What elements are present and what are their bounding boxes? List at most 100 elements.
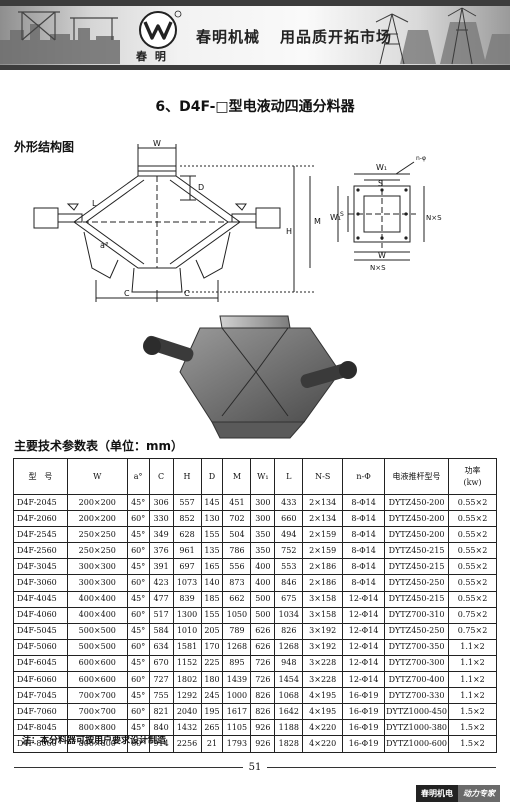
table-cell: 155 <box>200 606 224 624</box>
table-cell: DYTZ450-200 <box>384 493 450 512</box>
table-cell: 800×800 <box>66 735 128 753</box>
table-cell: 225 <box>200 654 224 673</box>
dim-m: M <box>314 217 321 226</box>
table-cell: D4F-2545 <box>13 526 68 544</box>
table-cell: 697 <box>172 558 202 576</box>
dim-h: H <box>286 227 292 236</box>
table-cell: 1105 <box>222 719 252 737</box>
table-cell: 1292 <box>172 687 202 705</box>
header-model: 型 号 <box>13 458 68 495</box>
table-cell: 846 <box>274 574 304 592</box>
table-cell: 826 <box>274 622 304 640</box>
table-cell: 350 <box>250 526 276 544</box>
dim-c-left: C <box>124 289 130 298</box>
table-cell: 16-Φ19 <box>342 687 386 705</box>
table-cell: 755 <box>148 687 174 705</box>
table-cell: 726 <box>250 654 276 673</box>
table-cell: 1432 <box>172 719 202 737</box>
table-cell: 200×200 <box>66 493 128 512</box>
table-cell: DYTZ450-200 <box>384 510 450 528</box>
table-cell: D4F-6045 <box>13 654 68 673</box>
table-cell: DYTZ1000-380 <box>384 719 450 737</box>
table-cell: DYTZ700-400 <box>384 671 450 689</box>
dim-s-side: S <box>340 211 344 218</box>
table-cell: 1034 <box>274 606 304 624</box>
table-cell: 584 <box>148 622 174 640</box>
table-cell: 12-Φ14 <box>342 590 386 608</box>
table-cell: 3×158 <box>302 590 344 608</box>
table-cell: D4F-3045 <box>13 558 68 576</box>
table-cell: 21 <box>200 735 224 753</box>
table-cell: 60° <box>126 703 150 721</box>
table-cell: 130 <box>200 510 224 528</box>
table-cell: 700×700 <box>66 687 128 705</box>
table-cell: 306 <box>148 493 174 512</box>
page-number: 51 <box>0 762 510 773</box>
table-cell: 500×500 <box>66 622 128 640</box>
page-title: 6、D4F-□型电液动四通分料器 <box>155 99 355 115</box>
table-cell: DYTZ700-300 <box>384 654 450 673</box>
table-cell: DYTZ450-250 <box>384 622 450 640</box>
table-cell: 2×186 <box>302 558 344 576</box>
table-cell: 700×700 <box>66 703 128 721</box>
table-cell: 839 <box>172 590 202 608</box>
table-cell: DYTZ700-310 <box>384 606 450 624</box>
table-cell: 400×400 <box>66 590 128 608</box>
table-cell: DYTZ450-215 <box>384 542 450 560</box>
table-cell: 4×220 <box>302 735 344 753</box>
table-cell: 1.1×2 <box>448 638 497 656</box>
table-cell: 400 <box>250 574 276 592</box>
table-cell: 1617 <box>222 703 252 721</box>
dim-nxs-bottom: N×S <box>370 264 386 272</box>
table-cell: 205 <box>200 622 224 640</box>
table-cell: 726 <box>250 671 276 689</box>
table-cell: 556 <box>222 558 252 576</box>
footnote: 注：本分料器可按用户要求设计制造 <box>22 736 167 746</box>
header-h: H <box>172 458 202 495</box>
table-cell: 185 <box>200 590 224 608</box>
table-cell: DYTZ450-250 <box>384 574 450 592</box>
table-cell: 948 <box>274 654 304 673</box>
table-cell: 60° <box>126 606 150 624</box>
table-cell: D4F-8060 <box>13 735 68 753</box>
header-c: C <box>148 458 174 495</box>
table-cell: 16-Φ19 <box>342 735 386 753</box>
table-cell: 826 <box>250 703 276 721</box>
table-cell: 752 <box>274 542 304 560</box>
table-cell: 2×159 <box>302 542 344 560</box>
table-cell: 250×250 <box>66 542 128 560</box>
table-cell: 662 <box>222 590 252 608</box>
table-cell: DYTZ450-215 <box>384 590 450 608</box>
table-cell: 0.55×2 <box>448 590 497 608</box>
table-cell: 16-Φ19 <box>342 703 386 721</box>
dim-s: S <box>378 179 383 188</box>
header-m: M <box>222 458 252 495</box>
table-cell: 45° <box>126 654 150 673</box>
table-cell: 12-Φ14 <box>342 606 386 624</box>
table-cell: D4F-3060 <box>13 574 68 592</box>
header-w: W <box>66 458 128 495</box>
table-cell: 1050 <box>222 606 252 624</box>
table-cell: 826 <box>250 687 276 705</box>
table-cell: 926 <box>250 735 276 753</box>
dim-alpha: a° <box>100 241 109 250</box>
table-cell: 1439 <box>222 671 252 689</box>
table-cell: D4F-4045 <box>13 590 68 608</box>
dim-d: D <box>198 183 204 192</box>
header-actuator: 电液推杆型号 <box>384 458 450 495</box>
table-cell: 60° <box>126 510 150 528</box>
table-cell: 4×220 <box>302 719 344 737</box>
table-cell: 180 <box>200 671 224 689</box>
table-cell: 349 <box>148 526 174 544</box>
table-cell: 600×600 <box>66 654 128 673</box>
table-cell: 2256 <box>172 735 202 753</box>
section-outline-heading: 外形结构图 <box>14 140 75 154</box>
section-params-heading: 主要技术参数表（单位：mm） <box>14 439 184 453</box>
